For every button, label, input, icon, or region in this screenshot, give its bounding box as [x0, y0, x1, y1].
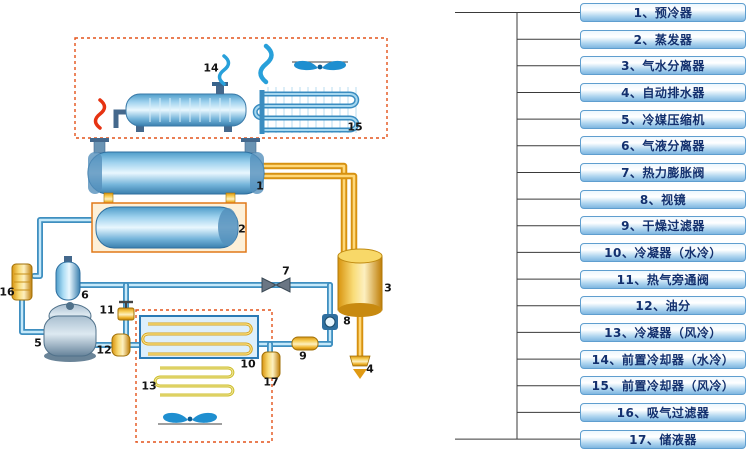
legend-item-3: 3、气水分离器 [580, 56, 746, 76]
legend-item-16: 16、吸气过滤器 [580, 402, 746, 422]
legend-list: 1、预冷器 2、蒸发器 3、气水分离器 4、自动排水器 5、冷媒压缩机 6、气液… [580, 3, 746, 449]
legend-item-14: 14、前置冷却器（水冷） [580, 349, 746, 369]
precooler-options-dashed-box [74, 37, 388, 139]
compressor-5 [43, 302, 97, 362]
cold-air-wave-icon-2 [258, 43, 274, 85]
air-water-separator-3 [337, 248, 383, 317]
precooler-water-14 [113, 82, 247, 132]
legend-item-7: 7、热力膨胀阀 [580, 162, 746, 182]
receiver-17 [261, 351, 281, 379]
legend-item-5: 5、冷媒压缩机 [580, 109, 746, 129]
precooler-air-15 [252, 87, 360, 134]
legend-item-11: 11、热气旁通阀 [580, 269, 746, 289]
precooler-1 [87, 138, 265, 195]
condenser-options-dashed-box [135, 309, 273, 443]
legend-item-15: 15、前置冷却器（风冷） [580, 376, 746, 396]
condenser-water-10 [139, 315, 259, 359]
legend-item-8: 8、视镜 [580, 189, 746, 209]
legend-item-4: 4、自动排水器 [580, 82, 746, 102]
legend-item-2: 2、蒸发器 [580, 29, 746, 49]
legend-item-12: 12、油分 [580, 296, 746, 316]
legend-item-1: 1、预冷器 [580, 3, 746, 22]
cold-air-wave-icon-1 [217, 54, 231, 86]
sight-glass-8 [322, 314, 338, 330]
suction-filter-16 [11, 263, 33, 301]
legend-item-10: 10、冷凝器（水冷） [580, 242, 746, 262]
oil-separator-12 [111, 333, 131, 357]
expansion-valve-7 [261, 277, 291, 293]
legend-item-17: 17、储液器 [580, 429, 746, 449]
compressed-air-pipes [252, 162, 364, 362]
condenser-air-13 [153, 366, 235, 397]
legend-item-13: 13、冷凝器（风冷） [580, 322, 746, 342]
evaporator-2 [91, 202, 247, 253]
bypass-valve-11 [117, 300, 135, 321]
fan-icon-top [292, 60, 348, 71]
hot-air-wave-icon [93, 98, 107, 130]
filter-drier-9 [291, 336, 319, 351]
legend-bracket [455, 12, 580, 440]
auto-drain-4 [349, 355, 371, 379]
fan-icon-bottom [158, 412, 222, 425]
legend-item-9: 9、干燥过滤器 [580, 216, 746, 236]
legend-item-6: 6、气液分离器 [580, 136, 746, 156]
liquid-separator-6 [55, 256, 81, 301]
